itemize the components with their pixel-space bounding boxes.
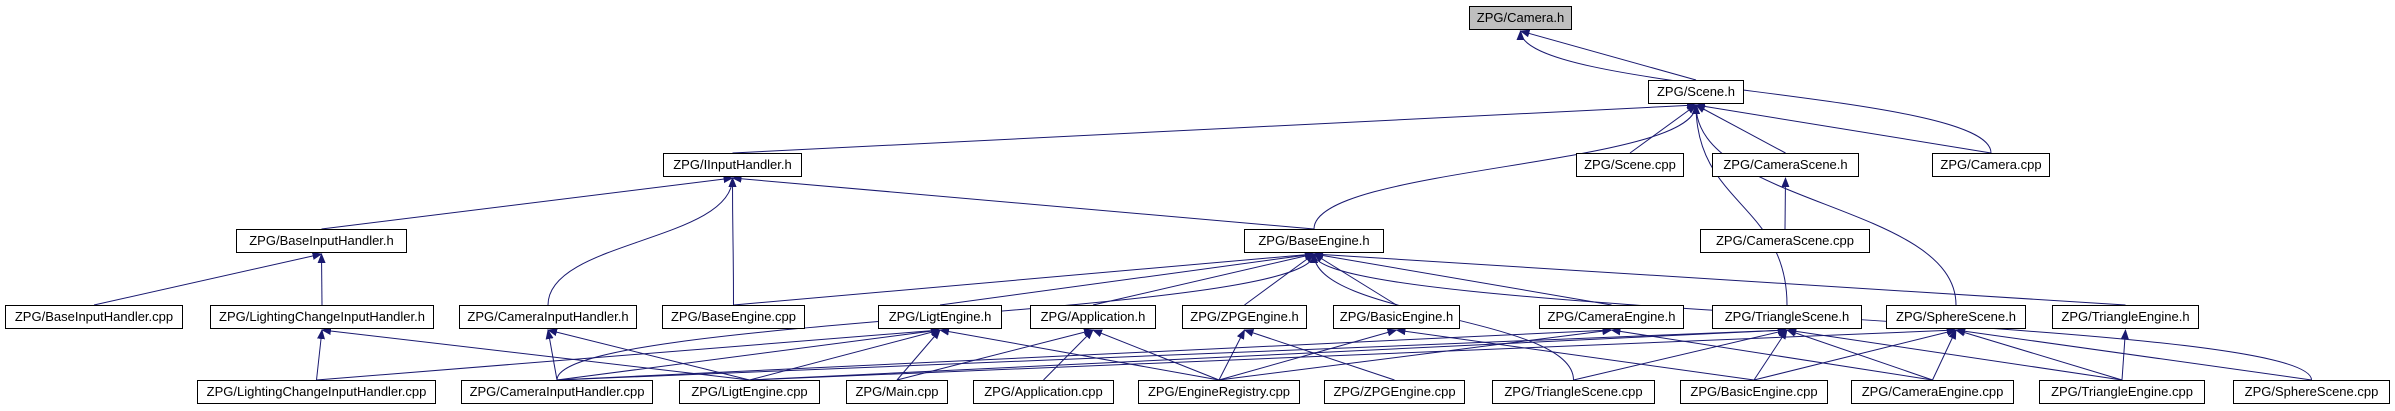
node-lightingchangeinputhandler-h[interactable]: ZPG/LightingChangeInputHandler.h <box>210 305 434 329</box>
edge-baseengine_h-cameraengine_h <box>1313 251 1612 306</box>
edge-iinputhandler_h-camerainputhandler_h <box>547 177 737 306</box>
node-camerainputhandler-h[interactable]: ZPG/CameraInputHandler.h <box>459 305 637 329</box>
edge-baseinputhandler_h-baseinputhandler_cpp <box>93 252 323 306</box>
node-triangleengine-cpp[interactable]: ZPG/TriangleEngine.cpp <box>2039 380 2205 404</box>
edge-triangleengine_h-triangleengine_cpp <box>2120 329 2129 381</box>
node-zpgengine-cpp[interactable]: ZPG/ZPGEngine.cpp <box>1324 380 1465 404</box>
edge-iinputhandler_h-baseinputhandler_h <box>321 175 734 230</box>
edge-camerascene_h-camerascene_cpp <box>1781 177 1790 230</box>
edge-lightingchangeinputhandler_h-lightingchangeinputhandler_cpp <box>316 329 325 381</box>
edge-spherescene_h-cameraengine_cpp <box>1932 329 1957 381</box>
node-camerainputhandler-cpp[interactable]: ZPG/CameraInputHandler.cpp <box>461 380 653 404</box>
edge-scene_h-scene_cpp <box>1629 104 1697 154</box>
edge-trianglescene_h-basicengine_cpp <box>1753 329 1788 381</box>
edge-camerainputhandler_h-ligtengine_cpp <box>547 328 750 381</box>
edge-cameraengine_h-cameraengine_cpp <box>1610 327 1933 381</box>
node-cameraengine-cpp[interactable]: ZPG/CameraEngine.cpp <box>1851 380 2014 404</box>
node-spherescene-cpp[interactable]: ZPG/SphereScene.cpp <box>2233 380 2390 404</box>
edge-ligtengine_h-lightingchangeinputhandler_cpp <box>316 326 941 381</box>
edge-camera_h-camera_cpp <box>1516 30 1992 154</box>
edge-baseinputhandler_h-lightingchangeinputhandler_h <box>317 253 326 306</box>
node-main-cpp[interactable]: ZPG/Main.cpp <box>846 380 948 404</box>
node-triangleengine-h[interactable]: ZPG/TriangleEngine.h <box>2052 305 2199 329</box>
edge-scene_h-camera_cpp <box>1695 102 1992 154</box>
node-application-cpp[interactable]: ZPG/Application.cpp <box>973 380 1114 404</box>
edge-basicengine_h-engineregistry_cpp <box>1218 328 1398 381</box>
node-baseengine-h[interactable]: ZPG/BaseEngine.h <box>1244 229 1384 253</box>
edge-camerainputhandler_h-camerainputhandler_cpp <box>545 329 558 381</box>
edge-application_h-engineregistry_cpp <box>1092 329 1220 381</box>
node-zpgengine-h[interactable]: ZPG/ZPGEngine.h <box>1182 305 1307 329</box>
node-baseinputhandler-cpp[interactable]: ZPG/BaseInputHandler.cpp <box>5 305 183 329</box>
edge-scene_h-baseengine_h <box>1313 104 1700 230</box>
edge-spherescene_h-triangleengine_cpp <box>1955 328 2123 381</box>
node-lightingchangeinputhandler-cpp[interactable]: ZPG/LightingChangeInputHandler.cpp <box>197 380 436 404</box>
edge-baseengine_h-zpgengine_h <box>1244 253 1315 306</box>
edge-baseengine_h-triangleengine_h <box>1313 250 2126 306</box>
node-camera-cpp[interactable]: ZPG/Camera.cpp <box>1932 153 2050 177</box>
edge-trianglescene_h-camerainputhandler_cpp <box>556 326 1788 381</box>
edge-baseengine_h-application_h <box>1092 252 1315 306</box>
node-camerascene-cpp[interactable]: ZPG/CameraScene.cpp <box>1700 229 1870 253</box>
node-basicengine-cpp[interactable]: ZPG/BasicEngine.cpp <box>1680 380 1828 404</box>
node-trianglescene-cpp[interactable]: ZPG/TriangleScene.cpp <box>1492 380 1655 404</box>
edge-trianglescene_h-ligtengine_cpp <box>749 326 1788 381</box>
node-trianglescene-h[interactable]: ZPG/TriangleScene.h <box>1712 305 1862 329</box>
node-baseinputhandler-h[interactable]: ZPG/BaseInputHandler.h <box>236 229 407 253</box>
node-cameraengine-h[interactable]: ZPG/CameraEngine.h <box>1539 305 1684 329</box>
edge-basicengine_h-basicengine_cpp <box>1395 327 1755 381</box>
edge-ligtengine_h-main_cpp <box>896 329 941 381</box>
edge-scene_h-camerascene_h <box>1695 104 1786 154</box>
node-iinputhandler-h[interactable]: ZPG/IInputHandler.h <box>663 153 802 177</box>
edge-trianglescene_h-cameraengine_cpp <box>1786 329 1933 381</box>
node-baseengine-cpp[interactable]: ZPG/BaseEngine.cpp <box>662 305 805 329</box>
edge-cameraengine_h-engineregistry_cpp <box>1218 327 1613 381</box>
edge-baseengine_h-basicengine_h <box>1313 253 1397 306</box>
edge-iinputhandler_h-baseengine_cpp <box>728 177 737 306</box>
edge-ligtengine_h-camerainputhandler_cpp <box>556 327 941 381</box>
edge-baseengine_h-baseengine_cpp <box>733 250 1315 306</box>
node-camerascene-h[interactable]: ZPG/CameraScene.h <box>1712 153 1859 177</box>
node-application-h[interactable]: ZPG/Application.h <box>1030 305 1156 329</box>
node-spherescene-h[interactable]: ZPG/SphereScene.h <box>1886 305 2026 329</box>
node-camera-h[interactable]: ZPG/Camera.h <box>1469 6 1572 30</box>
edge-cameraengine_h-camerainputhandler_cpp <box>556 326 1613 381</box>
edge-spherescene_h-basicengine_cpp <box>1753 328 1957 381</box>
node-basicengine-h[interactable]: ZPG/BasicEngine.h <box>1333 305 1460 329</box>
edge-zpgengine_h-engineregistry_cpp <box>1218 329 1245 381</box>
node-ligtengine-h[interactable]: ZPG/LigtEngine.h <box>878 305 1002 329</box>
edge-scene_h-spherescene_h <box>1692 104 1957 306</box>
node-scene-h[interactable]: ZPG/Scene.h <box>1648 80 1744 104</box>
node-engineregistry-cpp[interactable]: ZPG/EngineRegistry.cpp <box>1138 380 1300 404</box>
edge-scene_h-trianglescene_h <box>1692 104 1788 306</box>
edge-ligtengine_h-ligtengine_cpp <box>749 328 941 381</box>
edge-lightingchangeinputhandler_h-ligtengine_cpp <box>321 327 750 381</box>
edge-spherescene_h-spherescene_cpp <box>1955 327 2312 381</box>
edge-spherescene_h-ligtengine_cpp <box>749 326 1957 381</box>
edge-zpgengine_h-zpgengine_cpp <box>1243 329 1395 381</box>
edge-iinputhandler_h-baseengine_h <box>731 174 1315 230</box>
edge-camera_h-scene_h <box>1519 29 1697 81</box>
edge-application_h-application_cpp <box>1043 329 1094 381</box>
edge-baseengine_h-ligtengine_h <box>939 251 1315 306</box>
edge-scene_h-iinputhandler_h <box>732 101 1697 154</box>
node-scene-cpp[interactable]: ZPG/Scene.cpp <box>1576 153 1684 177</box>
edge-trianglescene_h-triangleengine_cpp <box>1786 327 2123 381</box>
node-ligtengine-cpp[interactable]: ZPG/LigtEngine.cpp <box>679 380 820 404</box>
